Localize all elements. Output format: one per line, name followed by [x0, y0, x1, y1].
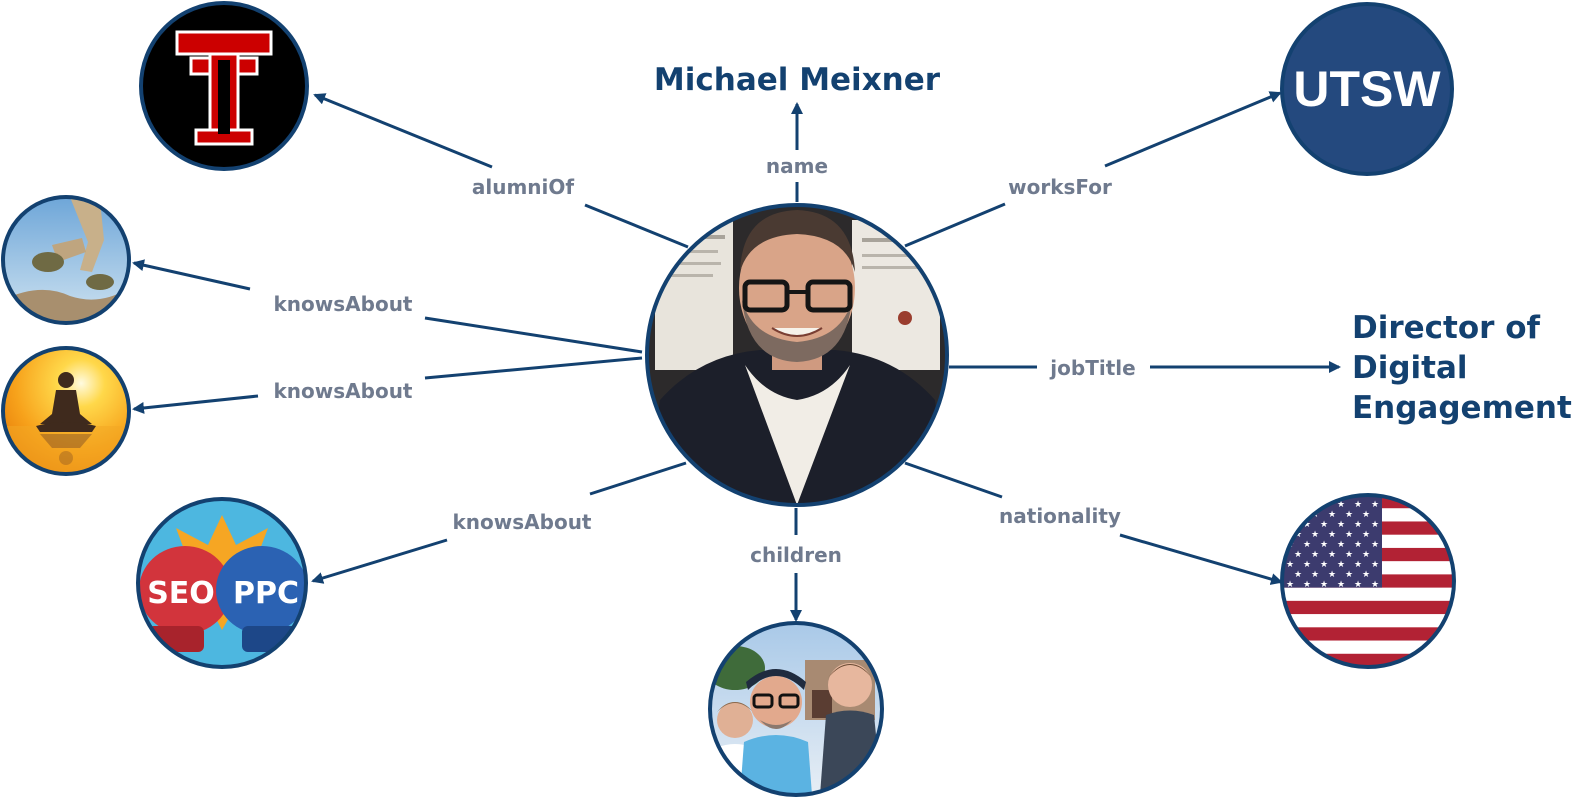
- flag-star: ★: [1371, 580, 1379, 590]
- flag-star: ★: [1354, 500, 1362, 510]
- flag-star: ★: [1320, 580, 1328, 590]
- flag-star: ★: [1303, 540, 1311, 550]
- flag-stripe: [1282, 627, 1454, 641]
- flag-star: ★: [1303, 560, 1311, 570]
- flag-star: ★: [1362, 550, 1370, 560]
- flag-star: ★: [1337, 500, 1345, 510]
- edge-job-title: jobTitle: [949, 356, 1341, 380]
- flag-star: ★: [1354, 580, 1362, 590]
- flag-star: ★: [1294, 550, 1302, 560]
- flag-star: ★: [1371, 560, 1379, 570]
- flag-star: ★: [1311, 550, 1319, 560]
- flag-stripe: [1282, 600, 1454, 615]
- edge-label-nationality: nationality: [999, 504, 1121, 528]
- flag-star: ★: [1354, 560, 1362, 570]
- flag-star: ★: [1303, 520, 1311, 530]
- flag-star: ★: [1337, 560, 1345, 570]
- flag-star: ★: [1362, 510, 1370, 520]
- utsw-logo-icon: UTSW: [1293, 61, 1441, 117]
- flag-star: ★: [1320, 540, 1328, 550]
- edge-label-children: children: [750, 543, 842, 567]
- flag-star: ★: [1345, 570, 1353, 580]
- edge-label-knows-about-2: knowsAbout: [274, 379, 413, 403]
- seo-label: SEO: [147, 576, 215, 611]
- job-title-line-1: Director of: [1352, 310, 1541, 346]
- edge-knows-about-2: knowsAbout: [132, 356, 643, 414]
- alumni-node: [139, 1, 309, 171]
- edge-children: children: [750, 508, 842, 622]
- flag-star: ★: [1294, 530, 1302, 540]
- seo-vs-ppc-boxing-gloves-icon: SEO PPC: [138, 499, 306, 667]
- flag-star: ★: [1286, 580, 1294, 590]
- flag-star: ★: [1328, 550, 1336, 560]
- edge-label-knows-about-1: knowsAbout: [274, 292, 413, 316]
- flag-star: ★: [1303, 580, 1311, 590]
- edge-label-knows-about-3: knowsAbout: [453, 510, 592, 534]
- edge-label-name: name: [766, 154, 828, 178]
- flag-star: ★: [1345, 550, 1353, 560]
- flag-star: ★: [1328, 570, 1336, 580]
- flag-star: ★: [1371, 540, 1379, 550]
- topic-node-2: [1, 346, 131, 476]
- center-person-node: [645, 203, 949, 507]
- flag-star: ★: [1362, 530, 1370, 540]
- flag-star: ★: [1311, 570, 1319, 580]
- flag-star: ★: [1328, 510, 1336, 520]
- flag-star: ★: [1286, 520, 1294, 530]
- children-node: [708, 621, 884, 797]
- job-title-value: Director of Digital Engagement: [1352, 310, 1572, 426]
- edge-name: name: [766, 102, 828, 202]
- edge-label-alumni-of: alumniOf: [472, 175, 575, 199]
- name-value: Michael Meixner: [654, 62, 941, 98]
- edge-label-job-title: jobTitle: [1049, 356, 1135, 380]
- ppc-label: PPC: [233, 576, 299, 611]
- flag-star: ★: [1320, 560, 1328, 570]
- topic-node-1: [1, 195, 131, 325]
- flag-star: ★: [1303, 500, 1311, 510]
- flag-star: ★: [1337, 520, 1345, 530]
- flag-star: ★: [1371, 500, 1379, 510]
- edge-knows-about-1: knowsAbout: [132, 259, 643, 354]
- job-title-line-3: Engagement: [1352, 390, 1572, 426]
- flag-star: ★: [1337, 580, 1345, 590]
- flag-star: ★: [1354, 520, 1362, 530]
- flag-star: ★: [1320, 520, 1328, 530]
- edge-knows-about-3: knowsAbout: [311, 461, 687, 584]
- flag-star: ★: [1286, 500, 1294, 510]
- employer-node: UTSW: [1280, 2, 1454, 176]
- texas-tech-logo-icon: [141, 3, 307, 169]
- edge-works-for: worksFor: [904, 91, 1282, 248]
- flag-star: ★: [1371, 520, 1379, 530]
- job-title-line-2: Digital: [1352, 350, 1468, 386]
- flag-star: ★: [1294, 570, 1302, 580]
- topic-node-3: SEO PPC: [136, 497, 308, 669]
- edge-alumni-of: alumniOf: [313, 93, 689, 249]
- edge-nationality: nationality: [904, 461, 1283, 585]
- flag-star: ★: [1286, 560, 1294, 570]
- flag-star: ★: [1345, 530, 1353, 540]
- flag-star: ★: [1328, 530, 1336, 540]
- flag-star: ★: [1345, 510, 1353, 520]
- flag-star: ★: [1311, 530, 1319, 540]
- edge-label-works-for: worksFor: [1008, 175, 1112, 199]
- flag-star: ★: [1337, 540, 1345, 550]
- flag-star: ★: [1362, 570, 1370, 580]
- nationality-node: ★★★★★★★★★★★★★★★★★★★★★★★★★★★★★★★★★★★★★★★★…: [1280, 493, 1456, 669]
- flag-star: ★: [1354, 540, 1362, 550]
- flag-star: ★: [1294, 510, 1302, 520]
